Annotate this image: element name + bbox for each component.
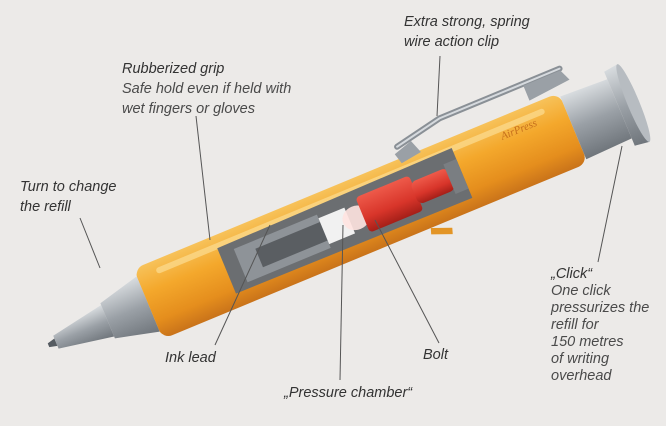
chamber-title: „Pressure chamber“ [284, 385, 413, 401]
back-cap [560, 79, 632, 160]
label-clip: Extra strong, spring wire action clip [404, 12, 530, 52]
click-title: „Click“ [551, 266, 593, 282]
label-turn: Turn to change the refill [20, 177, 116, 217]
turn-line-1: Turn to change [20, 179, 117, 195]
leader-click [597, 145, 623, 263]
front-cone [100, 276, 160, 339]
leader-ink [214, 224, 271, 346]
label-ink: Ink lead [165, 348, 216, 368]
spring-clip [394, 65, 570, 164]
label-grip: Rubberized grip Safe hold even if held w… [122, 59, 291, 119]
ink-title: Ink lead [165, 350, 216, 366]
click-line-5: of writing [551, 351, 610, 367]
leader-grip [195, 115, 211, 241]
label-bolt: Bolt [423, 345, 448, 365]
grip-title: Rubberized grip [122, 61, 225, 77]
click-line-3: refill for [551, 317, 599, 333]
click-line-4: 150 metres [551, 334, 624, 350]
cutaway-interior [217, 147, 473, 294]
leader-chamber [339, 224, 344, 381]
turn-line-2: the refill [20, 199, 71, 215]
click-line-6: overhead [551, 368, 612, 384]
label-click: „Click“ One click pressurizes the refill… [551, 266, 649, 385]
leader-clip [436, 55, 441, 117]
bolt-title: Bolt [423, 347, 448, 363]
grip-line-1: Safe hold even if held with [122, 81, 292, 97]
click-line-1: One click [551, 283, 611, 299]
leader-lines [79, 55, 623, 381]
pen-tip [47, 305, 115, 349]
click-line-2: pressurizes the [551, 300, 650, 316]
clip-line-1: Extra strong, spring [404, 14, 530, 30]
hanger-tab [430, 227, 453, 235]
label-chamber: „Pressure chamber“ [284, 383, 412, 403]
bolt-part [356, 176, 423, 232]
clip-line-2: wire action clip [404, 34, 500, 50]
leader-bolt [374, 219, 440, 344]
grip-line-2: wet fingers or gloves [122, 101, 255, 117]
leader-turn [79, 217, 101, 269]
